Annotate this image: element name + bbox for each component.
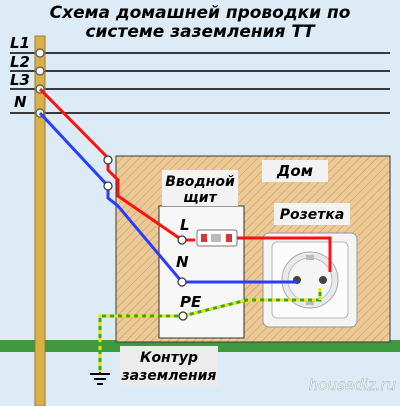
title-line-2: системе заземления ТТ (85, 22, 316, 42)
pe-wire (98, 288, 322, 374)
line-l1-label: L1 (10, 34, 30, 52)
ground-label-line-2: заземления (121, 368, 217, 384)
neutral-wire (38, 111, 297, 284)
socket-label: Розетка (280, 207, 345, 223)
panel-label-line-2: щит (183, 190, 217, 206)
house-label-box (262, 160, 328, 182)
ground-symbol-icon (90, 372, 110, 385)
socket-icon (262, 232, 358, 328)
house-label: Дом (276, 162, 313, 180)
panel-label-box (162, 170, 238, 206)
line-l3-label: L3 (10, 71, 30, 89)
wall-insulators (103, 155, 113, 191)
watermark: housediz.ru (309, 376, 396, 394)
phase-wire-to-socket (237, 236, 332, 272)
socket-label-box (274, 203, 350, 225)
circuit-breaker-icon (196, 229, 238, 247)
line-l2-label: L2 (10, 53, 30, 71)
title-line-1: Схема домашней проводки по (50, 3, 351, 23)
panel-pe-label: PE (180, 293, 202, 311)
utility-pole (34, 35, 46, 406)
panel-terminals (177, 235, 188, 321)
panel-label-line-1: Вводной (165, 174, 235, 190)
ground-label-line-1: Контур (140, 350, 198, 366)
line-n-label: N (14, 93, 27, 111)
ground-label-box (120, 346, 218, 386)
panel-l-label: L (180, 216, 190, 234)
panel-n-label: N (176, 253, 189, 271)
